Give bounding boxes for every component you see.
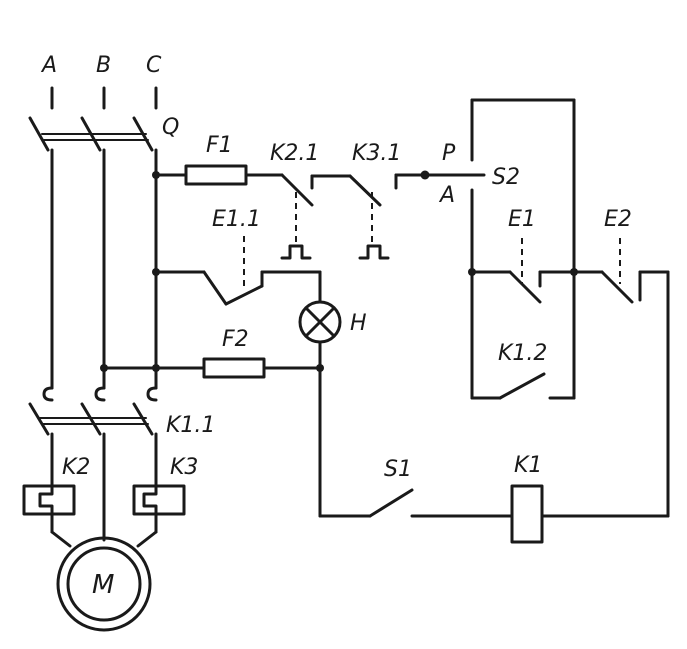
contact-e1 [508,238,576,304]
s1-label: S1 [384,457,412,482]
e1-label: E1 [508,207,536,232]
a-position-label: A [438,183,455,208]
switch-s1 [368,488,414,518]
f1-label: F1 [206,133,233,158]
lamp-h [298,300,342,344]
phase-lines [50,148,158,390]
phase-terminals [50,86,158,110]
contactor-k1-1 [28,386,158,436]
p-label: P [442,141,456,166]
phase-a-label: A [40,53,57,78]
k2-1-label: K2.1 [270,141,319,166]
phase-c-label: C [146,53,162,78]
k3-1-label: K3.1 [352,141,401,166]
h-label: H [350,311,367,336]
right-loop [470,98,576,400]
fuse-f1 [184,164,248,186]
junction-e1-left [468,268,476,276]
contact-k1-2 [498,372,546,400]
k1-1-label: K1.1 [166,413,215,438]
fuse-f2 [202,357,266,379]
phase-b-label: B [96,53,111,78]
coil-k1 [510,484,544,544]
contact-k2-1 [280,173,352,260]
contact-k3-1 [348,173,427,260]
contact-e1-1 [202,236,322,306]
q-label: Q [162,115,179,140]
motor-m [56,536,152,632]
f2-label: F2 [222,327,249,352]
main-switch-q [28,116,154,152]
thermal-relay-k3 [132,484,186,516]
e1-1-label: E1.1 [212,207,261,232]
k3-label: K3 [170,455,198,480]
s2-label: S2 [492,165,520,190]
k1-label: K1 [514,453,542,478]
e2-label: E2 [604,207,632,232]
contact-e2 [572,238,670,304]
thermal-relay-k2 [22,484,76,516]
motor-label: M [92,570,114,600]
k2-label: K2 [62,455,90,480]
k1-2-label: K1.2 [498,341,547,366]
